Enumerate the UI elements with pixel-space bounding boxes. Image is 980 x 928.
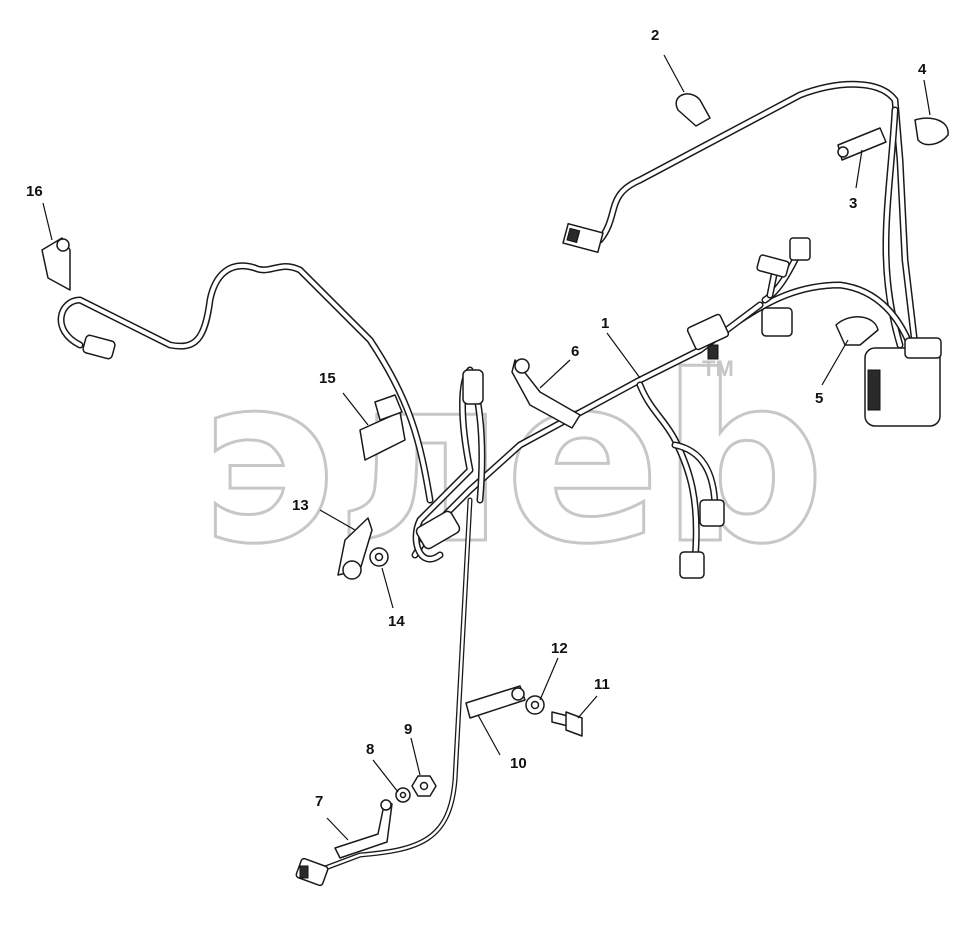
callout-4: 4 xyxy=(918,61,927,78)
leader-lines xyxy=(42,54,931,841)
callout-15: 15 xyxy=(319,370,336,387)
connector-top-b xyxy=(789,237,811,261)
callout-5: 5 xyxy=(815,390,823,407)
bracket-13 xyxy=(337,517,373,576)
callout-11: 11 xyxy=(594,676,610,693)
callout-6: 6 xyxy=(571,343,579,360)
connector-top-a xyxy=(756,254,790,278)
injector-connector-b xyxy=(679,551,705,579)
watermark-tm: TM xyxy=(702,356,734,381)
callout-7: 7 xyxy=(315,793,323,810)
callout-13: 13 xyxy=(292,497,309,514)
callouts: 1 2 3 4 5 6 7 8 9 10 11 12 13 14 15 16 xyxy=(26,27,927,810)
clip-4 xyxy=(914,117,949,146)
callout-12: 12 xyxy=(551,640,568,657)
callout-8: 8 xyxy=(366,741,374,758)
sensor-end-left xyxy=(82,334,116,360)
connector-center xyxy=(686,313,730,351)
clip-5 xyxy=(835,316,879,346)
callout-14: 14 xyxy=(388,613,405,630)
sensor-block xyxy=(864,347,941,427)
relay xyxy=(761,307,793,337)
clamp-10 xyxy=(465,685,526,719)
loop-tie xyxy=(462,369,484,405)
connector-lower xyxy=(295,857,329,887)
loop-clamp xyxy=(415,510,461,550)
callout-2: 2 xyxy=(651,27,659,44)
callout-9: 9 xyxy=(404,721,412,738)
components xyxy=(82,222,942,887)
injector-connector-a xyxy=(699,499,725,527)
callout-1: 1 xyxy=(601,315,609,332)
clip-2 xyxy=(675,93,711,127)
small-parts xyxy=(41,93,949,859)
callout-10: 10 xyxy=(510,755,527,772)
callout-16: 16 xyxy=(26,183,43,200)
bracket-6 xyxy=(511,359,581,429)
callout-3: 3 xyxy=(849,195,857,212)
bracket-7 xyxy=(334,799,393,859)
